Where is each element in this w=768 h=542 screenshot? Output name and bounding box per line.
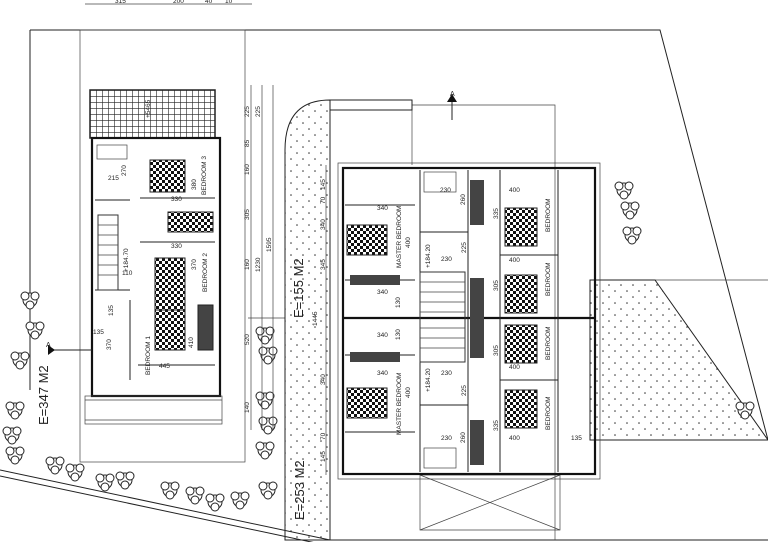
room-label-master-bedroom: MASTER BEDROOM <box>396 206 403 268</box>
dim: 1445 <box>312 311 319 326</box>
dim: 160 <box>244 164 251 175</box>
dim: 225 <box>461 242 468 253</box>
dim: 270 <box>121 165 128 176</box>
dim: 230 <box>441 435 452 442</box>
dim: 520 <box>244 334 251 345</box>
area-label-bottom-path: E=253 M2 <box>292 460 307 520</box>
hall-level: +184.20 <box>425 368 432 392</box>
room-label-bedroom: BEDROOM <box>545 396 552 430</box>
dim: 225 <box>461 385 468 396</box>
garden-path-top <box>329 99 413 111</box>
dim: 135 <box>571 435 582 442</box>
dim: 145 <box>320 179 327 190</box>
dim: 380 <box>191 179 198 190</box>
room-label-bedroom-1: BEDROOM 1 <box>145 336 152 375</box>
dim: 70 <box>320 196 327 204</box>
dim: 410 <box>188 337 195 348</box>
dim: 340 <box>320 219 327 230</box>
dim: 1595 <box>266 237 273 252</box>
dim: 400 <box>405 237 412 248</box>
dim: 70 <box>320 432 327 440</box>
section-marker-top: A <box>447 91 457 120</box>
dim: 40 <box>205 0 213 5</box>
dim: 215 <box>108 175 119 182</box>
dim: 335 <box>493 420 500 431</box>
dim: 225 <box>255 106 262 117</box>
dim: 340 <box>377 289 388 296</box>
section-label: A <box>450 91 455 98</box>
dim: 330 <box>171 196 182 203</box>
dim: 400 <box>509 435 520 442</box>
top-dimension-line: 315 200 40 10 <box>85 0 252 5</box>
dim: 145 <box>320 451 327 462</box>
dim: 340 <box>320 374 327 385</box>
room-label-bedroom: BEDROOM <box>545 262 552 296</box>
dim: 110 <box>122 270 133 277</box>
dim: 225 <box>244 106 251 117</box>
dim: 345 <box>320 259 327 270</box>
dim: 400 <box>509 364 520 371</box>
dimension-chain-left: 225 85 160 305 160 520 140 225 1230 1595 <box>244 85 274 430</box>
garden-lawn-right <box>589 279 768 441</box>
semi-detached-block <box>337 162 601 480</box>
section-marker-left: A <box>46 342 92 355</box>
dim: 340 <box>377 205 388 212</box>
area-label-left-plot: E=347 M2 <box>36 365 51 425</box>
dim: 10 <box>225 0 233 5</box>
dim: 85 <box>244 139 251 147</box>
room-label-bedroom-3: BEDROOM 3 <box>201 156 208 195</box>
terrace-level: +5465 <box>145 99 152 118</box>
dimension-chain-right: 145 70 340 345 1445 340 70 145 <box>312 165 327 475</box>
dim: 230 <box>441 370 452 377</box>
dim: 315 <box>115 0 126 5</box>
dim: 200 <box>173 0 184 5</box>
room-label-master-bedroom: MASTER BEDROOM <box>396 373 403 435</box>
dim: 305 <box>493 280 500 291</box>
dim: 305 <box>493 345 500 356</box>
dim: 330 <box>171 243 182 250</box>
room-label-bedroom-2: BEDROOM 2 <box>202 253 209 292</box>
dim: 230 <box>441 256 452 263</box>
room-label-bedroom: BEDROOM <box>545 326 552 360</box>
dim: 340 <box>377 332 388 339</box>
dim: 400 <box>405 387 412 398</box>
dim: 130 <box>395 329 402 340</box>
landing-level: +184.70 <box>123 248 130 272</box>
dim: 1230 <box>255 257 262 272</box>
left-house <box>84 89 223 425</box>
dim: 340 <box>377 370 388 377</box>
dim: 260 <box>460 194 467 205</box>
dim: 135 <box>108 305 115 316</box>
dim: 370 <box>106 339 113 350</box>
dim: 370 <box>191 259 198 270</box>
dim: 230 <box>440 187 451 194</box>
dim: 140 <box>244 402 251 413</box>
dim: 260 <box>460 432 467 443</box>
dim: 335 <box>493 208 500 219</box>
dim: 160 <box>244 259 251 270</box>
hall-level: +184.20 <box>425 244 432 268</box>
dim: 400 <box>509 187 520 194</box>
section-label: A <box>46 342 51 349</box>
dim: 445 <box>159 363 170 370</box>
dim: 135 <box>93 329 104 336</box>
area-label-middle-path: E=155 M2 <box>291 258 306 318</box>
dim: 305 <box>244 209 251 220</box>
room-label-bedroom: BEDROOM <box>545 198 552 232</box>
dim: 400 <box>509 257 520 264</box>
dim: 130 <box>395 297 402 308</box>
